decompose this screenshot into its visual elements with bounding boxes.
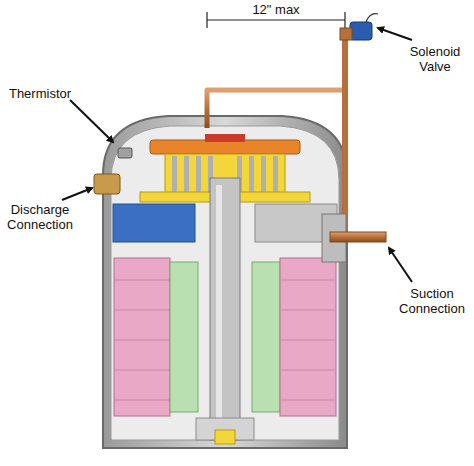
- solenoid-valve: [350, 22, 372, 40]
- discharge-fitting: [94, 174, 120, 194]
- part-label: Solenoid Valve: [402, 44, 468, 74]
- injection-pipe: [207, 90, 345, 128]
- injection-pipe: [342, 34, 348, 236]
- shell-cutaway: [111, 126, 339, 440]
- solenoid-valve: [340, 28, 352, 40]
- compressor-shell: [103, 116, 347, 448]
- suction-pipe: [330, 232, 386, 242]
- oil-pump: [215, 430, 235, 444]
- part-label: Discharge Connection: [0, 202, 80, 232]
- bearing-frame: [113, 204, 195, 242]
- thermistor: [118, 148, 132, 158]
- leader-arrow: [62, 28, 412, 282]
- crankshaft: [210, 178, 240, 440]
- crankshaft: [216, 185, 222, 435]
- solenoid-wire: [366, 14, 378, 22]
- part-label: Suction Connection: [394, 286, 470, 316]
- dimension-label: 12" max: [226, 2, 326, 17]
- part-label: Thermistor: [4, 86, 76, 101]
